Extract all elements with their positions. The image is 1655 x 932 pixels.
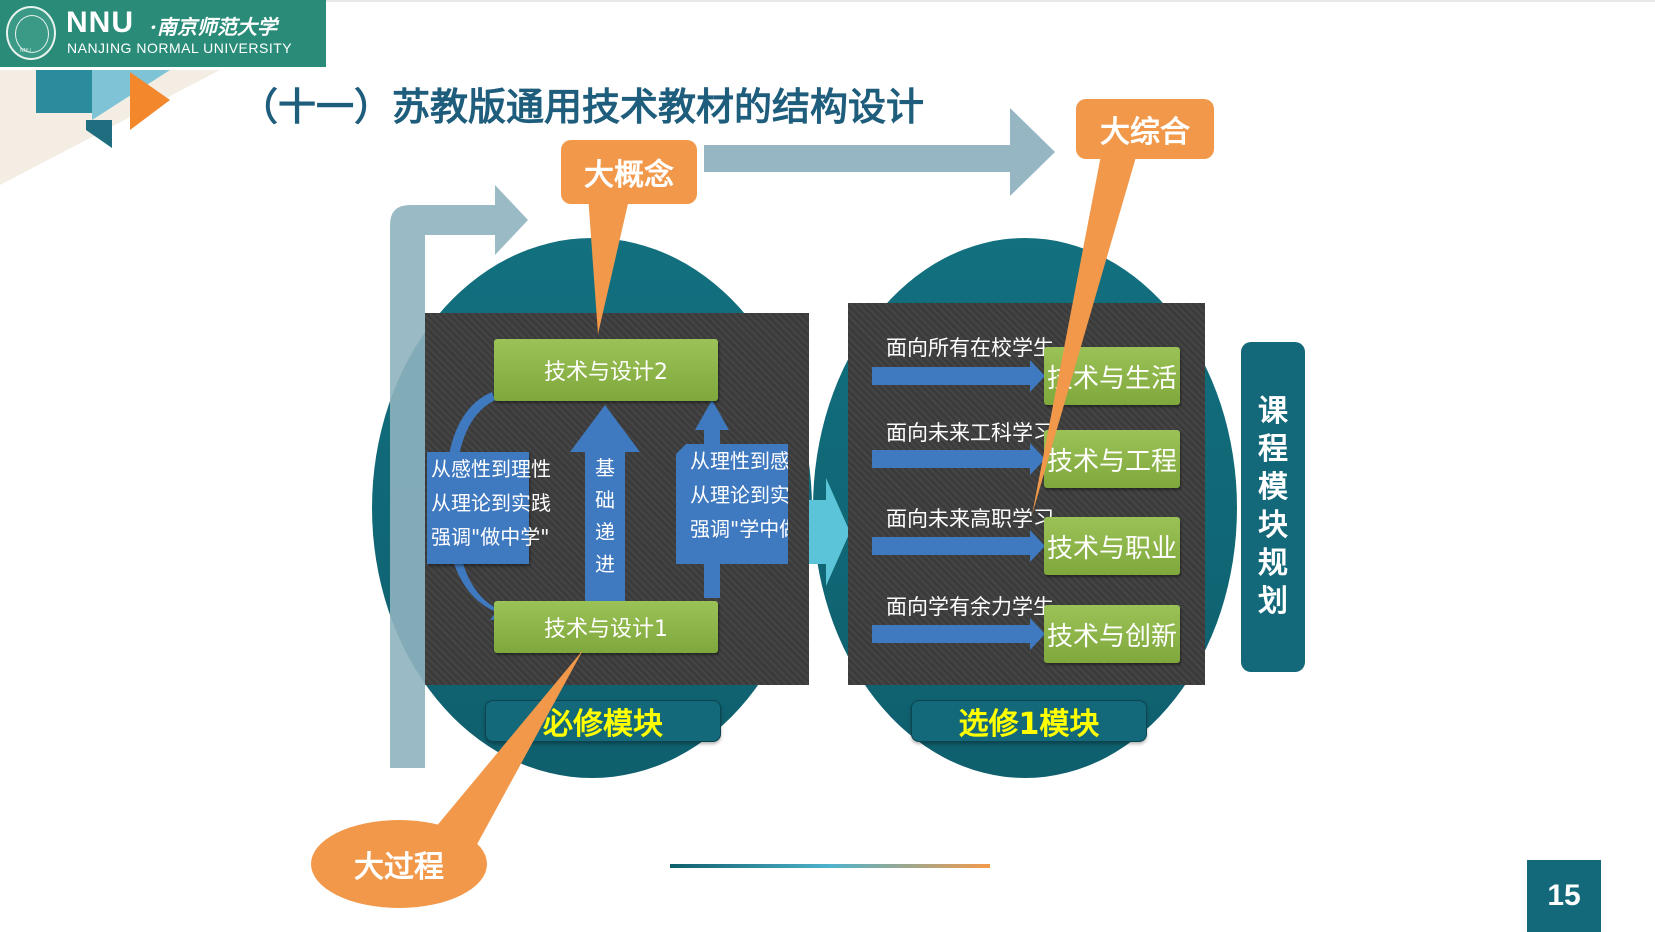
university-seal-icon: NNU — [6, 6, 56, 60]
course-label: 技术与设计2 — [544, 360, 668, 385]
audience-label: 面向未来高职学习 — [886, 507, 1054, 531]
audience-label: 面向所有在校学生 — [886, 336, 1054, 360]
callout-big-concept: 大概念 — [561, 140, 697, 204]
course-label: 技术与设计1 — [544, 617, 668, 642]
foundation-progression-label: 基 础 递 进 — [595, 456, 615, 576]
course-box-design-2: 技术与设计2 — [494, 339, 718, 401]
course-box-vocation: 技术与职业 — [1044, 517, 1180, 575]
callout-big-synthesis: 大综合 — [1076, 99, 1214, 159]
course-box-engineering: 技术与工程 — [1044, 430, 1180, 488]
callout-big-process: 大过程 — [311, 820, 487, 908]
audience-label: 面向学有余力学生 — [886, 595, 1054, 619]
center-up-arrow — [570, 405, 640, 603]
logo-abbrev: NNU — [66, 6, 134, 39]
principle-line: 从理性到感性 — [690, 449, 810, 473]
slide-title: （十一）苏教版通用技术教材的结构设计 — [240, 85, 925, 129]
audience-label: 面向未来工科学习 — [886, 421, 1054, 445]
principle-line: 强调"学中做" — [690, 517, 809, 541]
page-number: 15 — [1527, 860, 1601, 932]
logo-name-cn: ·南京师范大学 — [150, 15, 277, 39]
logo-name-en: NANJING NORMAL UNIVERSITY — [67, 40, 293, 56]
course-module-planning-label: 课 程 模 块 规 划 — [1241, 342, 1305, 672]
course-box-design-1: 技术与设计1 — [494, 601, 718, 653]
synthesis-flow-arrow — [704, 108, 1055, 196]
course-box-innovation: 技术与创新 — [1044, 605, 1180, 663]
process-flow-arrow — [390, 185, 528, 768]
elective-module-label: 选修1模块 — [911, 700, 1147, 742]
right-principles-box: 从理性到感性 从理论到实践 强调"学中做" — [676, 444, 788, 564]
principle-line: 从理论到实践 — [690, 483, 810, 507]
bottom-divider — [670, 864, 990, 868]
transition-arrow — [808, 478, 850, 586]
